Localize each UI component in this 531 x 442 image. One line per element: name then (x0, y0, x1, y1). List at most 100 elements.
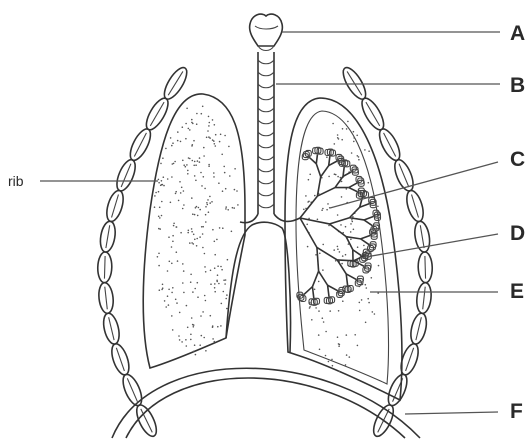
stipple-dot (338, 345, 340, 347)
stipple-dot (214, 241, 216, 243)
stipple-dot (367, 298, 369, 300)
bronchiole (328, 285, 329, 297)
bronchi (240, 214, 300, 223)
stipple-dot (174, 161, 176, 163)
stipple-dot (172, 241, 174, 243)
stipple-dot (217, 274, 219, 276)
stipple-dot (346, 334, 348, 336)
stipple-dot (214, 124, 216, 126)
stipple-dot (191, 242, 193, 244)
stipple-dot (351, 152, 353, 154)
stipple-dot (187, 173, 189, 175)
stipple-dot (231, 231, 233, 233)
stipple-dot (353, 229, 355, 231)
stipple-dot (181, 187, 183, 189)
alveolus (355, 280, 361, 286)
stipple-dot (161, 180, 163, 182)
bronchiole (337, 260, 354, 261)
stipple-dot (368, 182, 370, 184)
stipple-dot (322, 269, 324, 271)
bronchiole (309, 157, 316, 163)
stipple-dot (342, 128, 344, 130)
rib-link-line (106, 225, 110, 248)
stipple-dot (322, 317, 324, 319)
stipple-dot (167, 178, 169, 180)
stipple-dot (164, 300, 166, 302)
stipple-dot (171, 176, 173, 178)
stipple-dot (158, 191, 160, 193)
stipple-dot (339, 251, 341, 253)
stipple-dot (352, 216, 354, 218)
stipple-dot (162, 287, 164, 289)
stipple-dot (182, 208, 184, 210)
stipple-dot (200, 172, 202, 174)
stipple-dot (374, 313, 376, 315)
bronchiole (353, 250, 361, 256)
bronchiole (319, 271, 328, 285)
stipple-dot (194, 239, 196, 241)
stipple-dot (211, 201, 213, 203)
stipple-dot (172, 142, 174, 144)
bronchiole (329, 218, 349, 224)
stipple-dot (224, 172, 226, 174)
stipple-dot (158, 253, 160, 255)
stipple-dot (160, 163, 162, 165)
stipple-dot (229, 175, 231, 177)
stipple-dot (314, 289, 316, 291)
stipple-dot (333, 249, 335, 251)
stipple-dot (163, 185, 165, 187)
stipple-dot (220, 266, 222, 268)
stipple-dot (193, 351, 195, 353)
label-b: B (510, 74, 525, 97)
stipple-dot (349, 356, 351, 358)
stipple-dot (317, 219, 319, 221)
stipple-dot (214, 267, 216, 269)
stipple-dot (165, 148, 167, 150)
stipple-dot (315, 307, 317, 309)
stipple-dot (309, 174, 311, 176)
stipple-dot (224, 283, 226, 285)
stipple-dot (187, 327, 189, 329)
stipple-dot (234, 189, 236, 191)
stipple-dot (359, 302, 361, 304)
right-lung-pleura (285, 98, 402, 400)
bronchiole (317, 247, 319, 271)
stipple-dot (356, 135, 358, 137)
stipple-dot (341, 263, 343, 265)
stipple-dot (306, 224, 308, 226)
trachea-ring (258, 132, 274, 136)
stipple-dot (325, 355, 327, 357)
bronchiole (300, 196, 317, 218)
rib-link-line (112, 194, 119, 217)
stipple-dot (361, 299, 363, 301)
trachea-ring (258, 84, 274, 88)
stipple-dot (378, 265, 380, 267)
stipple-dot (331, 359, 333, 361)
stipple-dot (188, 128, 190, 130)
stipple-dot (196, 245, 198, 247)
stipple-dot (191, 197, 193, 199)
stipple-dot (178, 200, 180, 202)
stipple-dot (232, 207, 234, 209)
stipple-dot (185, 166, 187, 168)
stipple-dot (219, 141, 221, 143)
stipple-dot (199, 157, 201, 159)
stipple-dot (208, 165, 210, 167)
stipple-dot (175, 299, 177, 301)
stipple-dot (326, 156, 328, 158)
stipple-dot (202, 247, 204, 249)
stipple-dot (326, 209, 328, 211)
stipple-dot (202, 106, 204, 108)
stipple-dot (185, 123, 187, 125)
stipple-dot (213, 176, 215, 178)
stipple-dot (191, 231, 193, 233)
stipple-dot (212, 338, 214, 340)
stipple-dot (346, 354, 348, 356)
stipple-dot (225, 188, 227, 190)
stipple-dot (339, 371, 341, 373)
stipple-dot (158, 182, 160, 184)
stipple-dot (175, 193, 177, 195)
stipple-dot (214, 291, 216, 293)
stipple-dot (199, 236, 201, 238)
